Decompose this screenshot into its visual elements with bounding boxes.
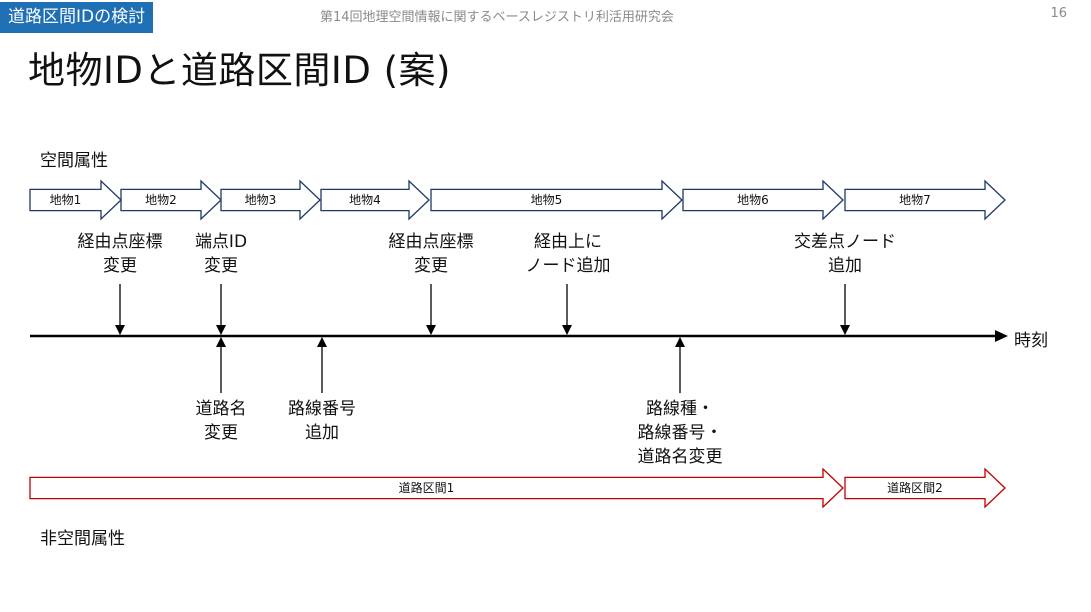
spatial-attributes-label: 空間属性 — [40, 151, 108, 171]
feature-arrow-7: 地物7 — [844, 179, 1006, 221]
event-label: 経由上に ノード追加 — [525, 232, 611, 276]
feature-arrow-1-label: 地物1 — [50, 193, 82, 207]
event-label: 経由点座標 変更 — [388, 232, 474, 276]
event-label: 道路名 変更 — [195, 399, 247, 443]
event-ticks — [115, 284, 850, 393]
time-axis-arrowhead — [995, 330, 1008, 342]
road-section-arrow-1-label: 道路区間1 — [399, 480, 455, 495]
feature-arrow-2: 地物2 — [120, 179, 222, 221]
road-section-arrow-2: 道路区間2 — [844, 467, 1006, 509]
feature-arrow-6: 地物6 — [682, 179, 844, 221]
feature-arrows: 地物1 地物2 地物3 地物4 地物5 地物6 地物7 — [29, 179, 1006, 221]
event-label: 端点ID 変更 — [194, 232, 248, 276]
event-label: 路線番号 追加 — [288, 399, 356, 443]
event-label: 経由点座標 変更 — [77, 232, 163, 276]
feature-arrow-6-label: 地物6 — [737, 193, 769, 207]
section-tag: 道路区間IDの検討 — [0, 2, 154, 33]
nonspatial-attributes-label: 非空間属性 — [40, 529, 125, 549]
feature-arrow-1: 地物1 — [29, 179, 122, 221]
page-number: 16 — [1050, 6, 1067, 21]
feature-arrow-7-label: 地物7 — [899, 193, 931, 207]
conference-name: 第14回地理空間情報に関するベースレジストリ利活用研究会 — [320, 10, 674, 25]
page-title: 地物IDと道路区間ID (案) — [28, 49, 451, 92]
road-section-arrow-2-label: 道路区間2 — [887, 480, 943, 495]
time-axis-label: 時刻 — [1014, 331, 1048, 351]
feature-arrow-3-label: 地物3 — [245, 193, 277, 207]
feature-arrow-2-label: 地物2 — [145, 193, 177, 207]
feature-arrow-4-label: 地物4 — [349, 193, 381, 207]
event-label: 交差点ノード 追加 — [794, 232, 896, 276]
feature-arrow-4: 地物4 — [320, 179, 430, 221]
road-section-arrows: 道路区間1 道路区間2 — [29, 467, 1006, 509]
road-section-arrow-1: 道路区間1 — [29, 467, 844, 509]
feature-arrow-3: 地物3 — [220, 179, 321, 221]
event-label: 路線種・ 路線番号・ 道路名変更 — [637, 399, 723, 467]
feature-arrow-5-label: 地物5 — [531, 193, 563, 207]
feature-arrow-5: 地物5 — [430, 179, 683, 221]
